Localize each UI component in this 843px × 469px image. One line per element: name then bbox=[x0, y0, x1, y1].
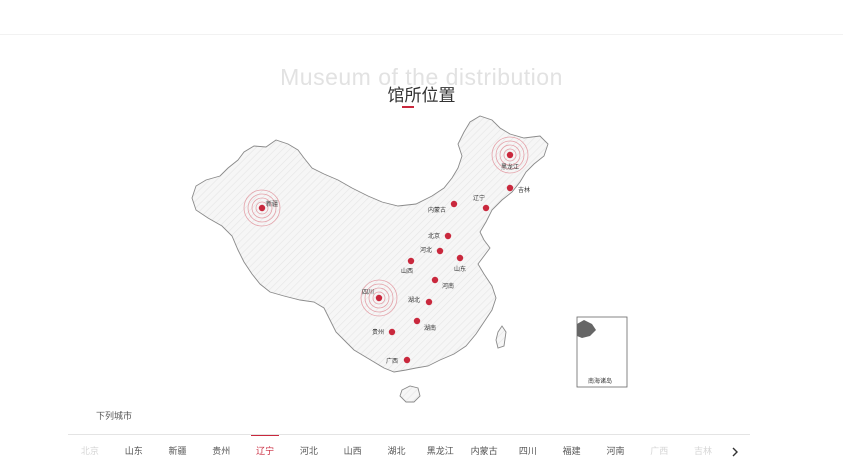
taiwan-island bbox=[495, 325, 507, 349]
city-tab[interactable]: 吉林 bbox=[694, 447, 713, 457]
city-label: 山东 bbox=[454, 265, 466, 273]
city-dot[interactable] bbox=[413, 317, 421, 325]
city-tab[interactable]: 北京 bbox=[80, 447, 99, 457]
pulse-ring bbox=[368, 287, 390, 309]
city-dot[interactable] bbox=[444, 232, 452, 240]
city-dot[interactable] bbox=[407, 257, 415, 265]
city-dot[interactable] bbox=[403, 356, 411, 364]
city-dot[interactable] bbox=[482, 204, 490, 212]
city-marker[interactable]: 四川 bbox=[360, 279, 398, 317]
city-marker[interactable]: 河北 bbox=[420, 246, 444, 255]
pulse-ring bbox=[251, 197, 273, 219]
city-marker[interactable]: 贵州 bbox=[372, 328, 396, 336]
city-tab[interactable]: 山西 bbox=[343, 447, 362, 457]
city-label: 河南 bbox=[442, 282, 454, 290]
city-marker[interactable]: 新疆 bbox=[243, 189, 281, 227]
city-label: 北京 bbox=[428, 232, 440, 240]
city-dot[interactable] bbox=[388, 328, 396, 336]
city-marker[interactable]: 山西 bbox=[401, 257, 415, 275]
city-label: 四川 bbox=[362, 289, 374, 296]
china-outline bbox=[191, 115, 549, 373]
city-tab[interactable]: 贵州 bbox=[212, 447, 231, 457]
city-label: 河北 bbox=[420, 246, 432, 254]
inset-coast bbox=[577, 320, 596, 338]
city-marker[interactable]: 湖南 bbox=[413, 317, 436, 332]
city-label: 辽宁 bbox=[473, 194, 485, 202]
city-tab[interactable]: 四川 bbox=[518, 447, 537, 457]
city-label: 广西 bbox=[386, 357, 398, 365]
city-dot[interactable] bbox=[425, 298, 433, 306]
pulse-ring bbox=[243, 189, 281, 227]
city-marker[interactable]: 广西 bbox=[386, 356, 411, 365]
city-label: 山西 bbox=[401, 267, 413, 275]
city-label: 湖南 bbox=[424, 324, 436, 332]
city-marker[interactable]: 河南 bbox=[431, 276, 454, 290]
city-marker[interactable]: 辽宁 bbox=[473, 194, 490, 212]
city-marker[interactable]: 黑龙江 bbox=[491, 136, 529, 174]
city-list-label: 下列城市 bbox=[96, 412, 133, 422]
city-dot[interactable] bbox=[375, 294, 383, 302]
city-dot[interactable] bbox=[506, 184, 514, 192]
south-china-sea-inset: 南海诸岛 bbox=[576, 316, 628, 388]
inset-label: 南海诸岛 bbox=[588, 377, 612, 385]
city-tab[interactable]: 内蒙古 bbox=[470, 447, 498, 457]
city-dot[interactable] bbox=[450, 200, 458, 208]
hainan-island bbox=[399, 385, 421, 403]
pulse-ring bbox=[503, 148, 517, 162]
pulse-ring bbox=[364, 283, 394, 313]
city-dot[interactable] bbox=[258, 204, 266, 212]
city-marker[interactable]: 北京 bbox=[428, 232, 452, 240]
pulse-ring bbox=[255, 201, 269, 215]
city-tab[interactable]: 新疆 bbox=[168, 447, 187, 457]
city-marker[interactable]: 湖北 bbox=[408, 296, 433, 306]
city-tab[interactable]: 湖北 bbox=[387, 447, 406, 457]
pulse-ring bbox=[360, 279, 398, 317]
city-dot[interactable] bbox=[436, 247, 444, 255]
city-tab[interactable]: 福建 bbox=[562, 447, 581, 457]
city-dot[interactable] bbox=[456, 254, 464, 262]
top-bar bbox=[0, 0, 843, 35]
city-label: 内蒙古 bbox=[428, 206, 446, 214]
city-label: 湖北 bbox=[408, 296, 420, 304]
city-label: 吉林 bbox=[518, 186, 530, 194]
city-label: 贵州 bbox=[372, 328, 384, 336]
city-tab[interactable]: 山东 bbox=[124, 447, 143, 457]
city-tab[interactable]: 辽宁 bbox=[243, 435, 287, 469]
pulse-ring bbox=[372, 291, 386, 305]
city-bar: 北京 山东 新疆 贵州 辽宁 河北 山西 湖北 黑龙江 内蒙古 四川 福建 河南 广西 吉林 bbox=[68, 434, 750, 469]
city-tab[interactable]: 河南 bbox=[606, 447, 625, 457]
pulse-ring bbox=[495, 140, 525, 170]
pulse-ring bbox=[247, 193, 277, 223]
city-tab[interactable]: 河北 bbox=[299, 447, 318, 457]
pulse-ring bbox=[499, 144, 521, 166]
city-marker[interactable]: 内蒙古 bbox=[428, 200, 458, 214]
title-underline bbox=[402, 106, 414, 108]
city-tab[interactable]: 黑龙江 bbox=[426, 447, 454, 457]
city-marker[interactable]: 山东 bbox=[454, 254, 466, 273]
next-arrow-button[interactable] bbox=[728, 445, 742, 459]
city-dot[interactable] bbox=[431, 276, 439, 284]
pulse-ring bbox=[491, 136, 529, 174]
city-dot[interactable] bbox=[506, 151, 514, 159]
page-title: 馆所位置 bbox=[387, 86, 456, 106]
city-label: 黑龙江 bbox=[501, 163, 519, 171]
chevron-right-icon bbox=[732, 447, 738, 457]
city-tab[interactable]: 广西 bbox=[650, 447, 669, 457]
background-title: Museum of the distribution bbox=[280, 64, 563, 90]
city-tabs: 北京 山东 新疆 贵州 辽宁 河北 山西 湖北 黑龙江 内蒙古 四川 福建 河南 广西 吉林 bbox=[68, 435, 726, 469]
city-marker[interactable]: 吉林 bbox=[506, 184, 530, 194]
city-label: 新疆 bbox=[266, 200, 278, 208]
